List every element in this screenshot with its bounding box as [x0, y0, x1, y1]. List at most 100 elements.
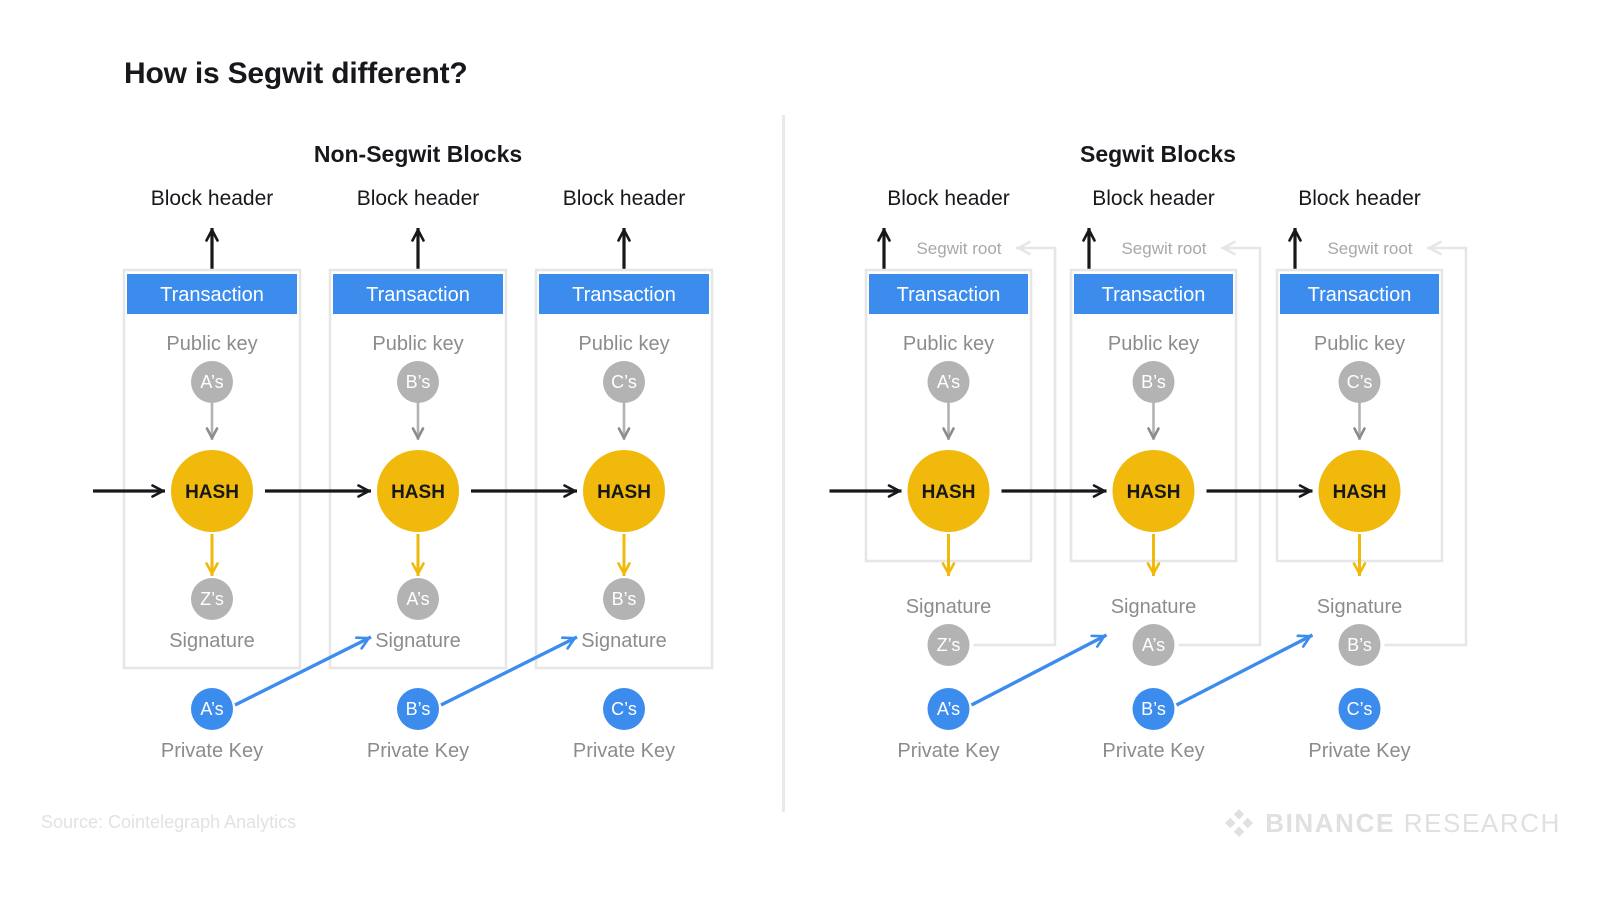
private-key-circle[interactable]: [1132, 688, 1175, 730]
brand-binance: BINANCE: [1265, 808, 1395, 838]
public-key-label: Public key: [1108, 333, 1199, 355]
hash-circle: [1112, 450, 1195, 532]
transaction-label: Transaction: [572, 284, 676, 306]
private-key-owner: B’s: [406, 699, 431, 719]
brand-research: RESEARCH: [1403, 808, 1561, 838]
public-key-circle: [397, 361, 439, 403]
private-key-circle[interactable]: [191, 688, 233, 730]
signature-circle: [1132, 624, 1175, 666]
transaction-label: Transaction: [897, 284, 1001, 306]
private-key-to-signature-arrow: [234, 635, 372, 707]
panel-divider: [782, 115, 785, 812]
hash-circle: [171, 450, 253, 532]
page-title: How is Segwit different?: [124, 57, 468, 90]
signature-owner: Z’s: [200, 589, 224, 609]
signature-owner: Z’s: [937, 635, 961, 655]
private-key-owner: C’s: [611, 699, 637, 719]
transaction-bar[interactable]: [869, 274, 1028, 314]
hash-circle: [377, 450, 459, 532]
transaction-label: Transaction: [1308, 284, 1412, 306]
block-header-label: Block header: [887, 187, 1010, 210]
hash-label: HASH: [597, 482, 651, 503]
private-key-circle[interactable]: [397, 688, 439, 730]
hash-label: HASH: [391, 482, 445, 503]
hash-circle: [583, 450, 665, 532]
segwit-root-label: Segwit root: [1121, 239, 1206, 258]
public-key-owner: C’s: [611, 372, 637, 392]
private-key-label: Private Key: [161, 740, 263, 762]
block-header-label: Block header: [1298, 187, 1421, 210]
private-key-label: Private Key: [573, 740, 675, 762]
transaction-label: Transaction: [1102, 284, 1206, 306]
private-key-circle[interactable]: [1338, 688, 1381, 730]
private-key-to-signature-arrow: [970, 633, 1108, 707]
signature-circle: [603, 578, 645, 620]
hash-circle: [907, 450, 990, 532]
signature-circle: [1338, 624, 1381, 666]
hash-label: HASH: [185, 482, 239, 503]
signature-label: Signature: [375, 630, 461, 652]
public-key-label: Public key: [1314, 333, 1405, 355]
signature-circle: [191, 578, 233, 620]
transaction-bar[interactable]: [539, 274, 709, 314]
signature-label: Signature: [1111, 596, 1197, 618]
public-key-owner: C’s: [1347, 372, 1373, 392]
transaction-bar[interactable]: [333, 274, 503, 314]
private-key-circle[interactable]: [603, 688, 645, 730]
public-key-label: Public key: [166, 333, 257, 355]
private-key-owner: C’s: [1347, 699, 1373, 719]
public-key-owner: B’s: [1141, 372, 1166, 392]
block-header-label: Block header: [1092, 187, 1215, 210]
public-key-circle: [191, 361, 233, 403]
hash-circle: [1318, 450, 1401, 532]
public-key-owner: A’s: [937, 372, 960, 392]
segwit-root-bracket: [973, 246, 1057, 647]
signature-owner: B’s: [612, 589, 637, 609]
public-key-circle: [603, 361, 645, 403]
private-key-to-signature-arrow: [1175, 633, 1314, 707]
segwit-root-bracket: [1178, 246, 1262, 647]
signature-owner: A’s: [406, 589, 429, 609]
signature-label: Signature: [581, 630, 667, 652]
signature-label: Signature: [906, 596, 992, 618]
signature-owner: B’s: [1347, 635, 1372, 655]
transaction-bar[interactable]: [1074, 274, 1233, 314]
hash-label: HASH: [1127, 482, 1181, 503]
transaction-label: Transaction: [366, 284, 470, 306]
public-key-circle: [1338, 361, 1381, 403]
private-key-label: Private Key: [1102, 740, 1204, 762]
transaction-bar[interactable]: [1280, 274, 1439, 314]
public-key-label: Public key: [578, 333, 669, 355]
private-key-label: Private Key: [897, 740, 999, 762]
private-key-circle[interactable]: [927, 688, 970, 730]
private-key-to-signature-arrow: [440, 635, 578, 707]
segwit-root-bracket: [1384, 246, 1468, 647]
signature-owner: A’s: [1142, 635, 1165, 655]
brand-wordmark: BINANCE RESEARCH: [1265, 810, 1561, 836]
transaction-bar[interactable]: [127, 274, 297, 314]
private-key-label: Private Key: [367, 740, 469, 762]
section-title-segwit: Segwit Blocks: [1080, 141, 1236, 167]
segwit-root-label: Segwit root: [916, 239, 1001, 258]
public-key-label: Public key: [372, 333, 463, 355]
signature-label: Signature: [169, 630, 255, 652]
private-key-owner: B’s: [1141, 699, 1166, 719]
source-note: Source: Cointelegraph Analytics: [41, 812, 297, 832]
binance-diamond-icon: [1225, 809, 1254, 837]
block-header-label: Block header: [357, 187, 480, 210]
hash-label: HASH: [1333, 482, 1387, 503]
transaction-label: Transaction: [160, 284, 264, 306]
private-key-owner: A’s: [937, 699, 960, 719]
hash-label: HASH: [922, 482, 976, 503]
private-key-label: Private Key: [1308, 740, 1410, 762]
public-key-circle: [1132, 361, 1175, 403]
signature-circle: [927, 624, 970, 666]
public-key-label: Public key: [903, 333, 994, 355]
